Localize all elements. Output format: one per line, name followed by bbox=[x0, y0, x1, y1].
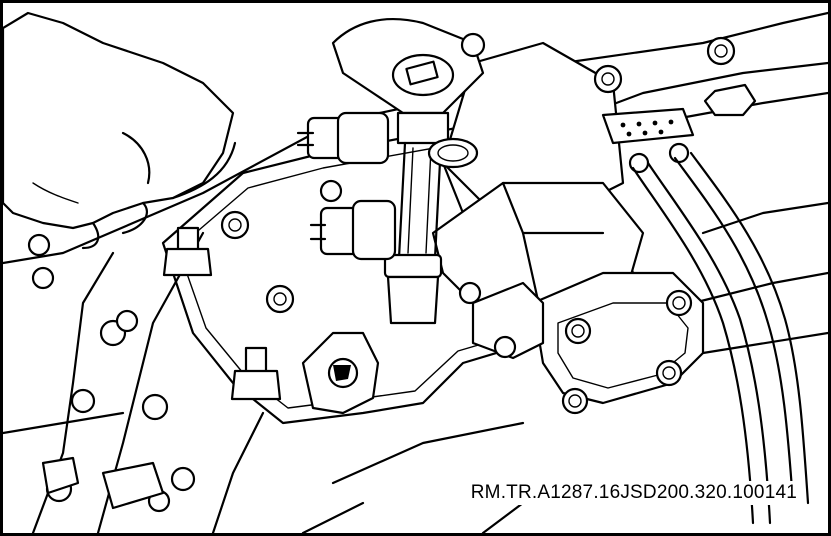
hand-icon bbox=[3, 11, 237, 250]
bolt-icon bbox=[561, 289, 693, 415]
cover-bolts bbox=[220, 32, 757, 314]
electrical-connector-icon bbox=[296, 111, 397, 261]
mounting-bracket bbox=[301, 331, 380, 415]
ratchet-wrench-icon bbox=[331, 17, 485, 325]
reference-code: RM.TR.A1287.16JSD200.320.100141 bbox=[467, 481, 800, 505]
valve-cover bbox=[458, 271, 705, 415]
flange-bolts bbox=[27, 233, 196, 513]
studs bbox=[162, 226, 282, 401]
fittings bbox=[3, 411, 165, 510]
hose-icon bbox=[631, 151, 810, 525]
sensor-port bbox=[427, 137, 479, 169]
transmission-illustration bbox=[3, 11, 828, 533]
